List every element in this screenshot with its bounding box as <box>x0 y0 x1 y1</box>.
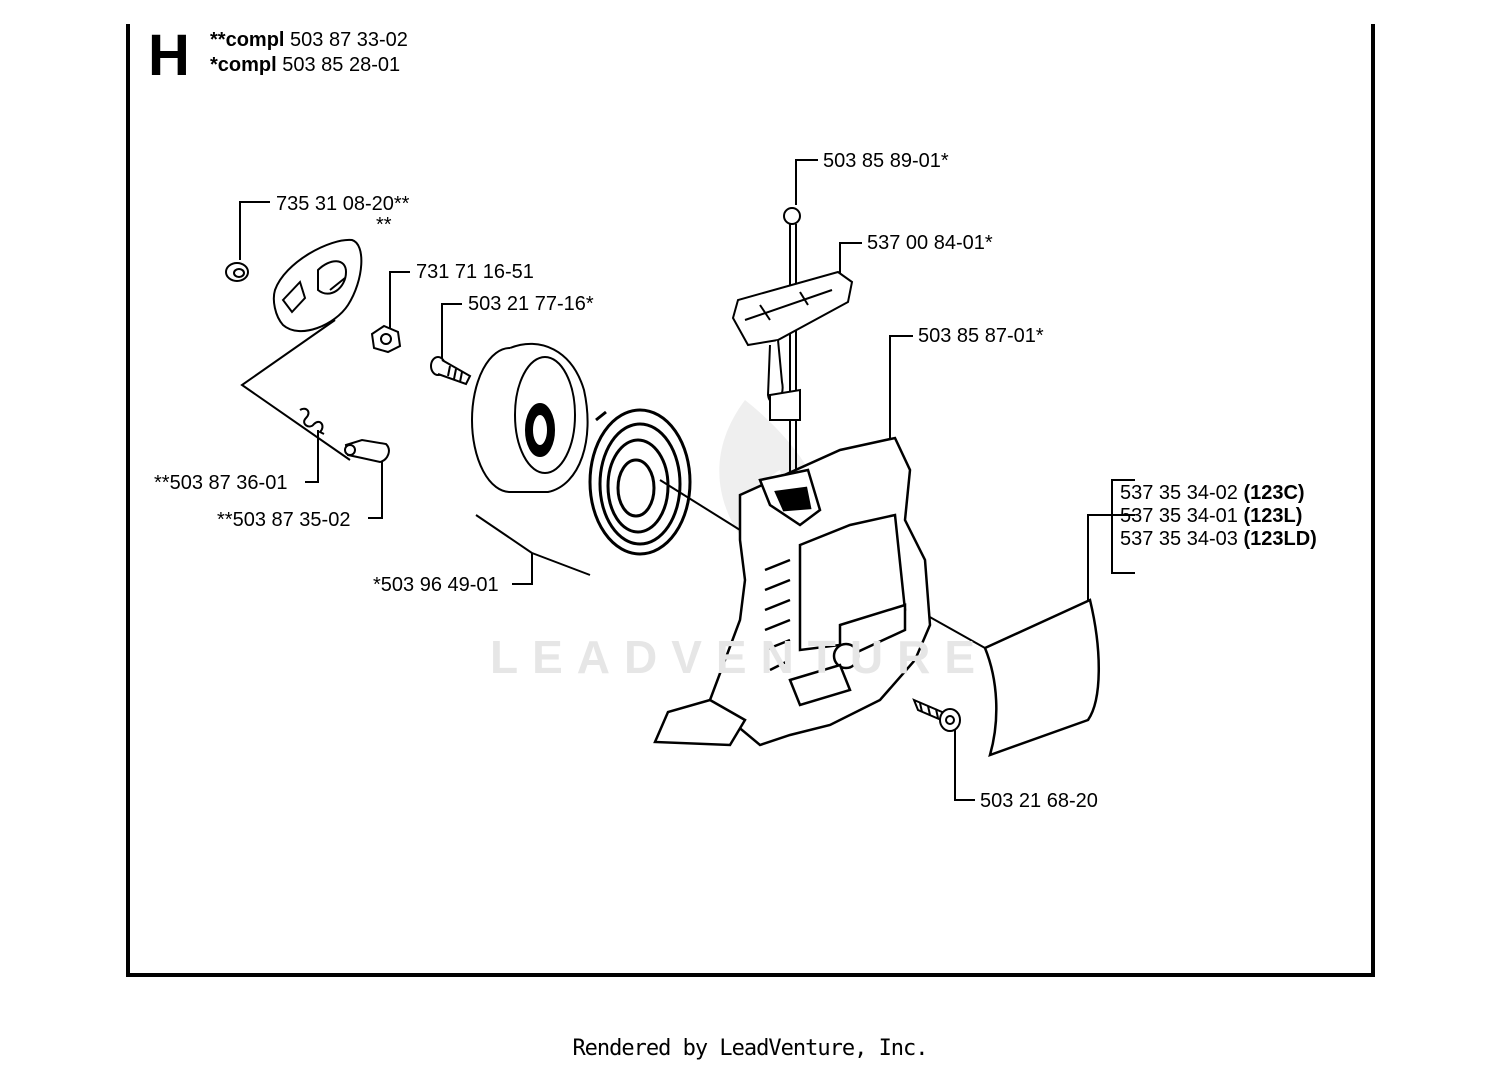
leader-housing <box>889 335 913 445</box>
callout-pawl[interactable]: **503 87 35-02 <box>217 509 351 531</box>
decal-variant[interactable]: 537 35 34-03 (123LD) <box>1120 527 1317 551</box>
footer-credit: Rendered by LeadVenture, Inc. <box>572 1036 928 1061</box>
decal-model: (123L) <box>1243 505 1303 527</box>
callout-spring-small[interactable]: **503 87 36-01 <box>154 472 288 494</box>
callout-rope[interactable]: 503 85 89-01* <box>823 150 949 172</box>
starter-handle <box>731 270 854 421</box>
spring-small <box>299 407 325 435</box>
leader-pulley-kit <box>475 514 591 585</box>
leader-rope <box>795 159 818 205</box>
callout-pulley-kit[interactable]: *503 96 49-01 <box>373 574 499 596</box>
callout-washer[interactable]: 735 31 08-20** <box>276 193 410 215</box>
leader-washer <box>239 201 270 260</box>
diagram-border <box>126 24 1375 977</box>
decal-variant[interactable]: 537 35 34-01 (123L) <box>1120 504 1302 528</box>
pawl-plate <box>272 238 363 333</box>
callout-housing[interactable]: 503 85 87-01* <box>918 325 1044 347</box>
kit-prefix: *compl <box>210 54 277 76</box>
leader-pawl-plate <box>240 319 351 461</box>
pulley <box>471 342 589 493</box>
kit-line-2: *compl 503 85 28-01 <box>210 53 400 77</box>
kit-prefix: **compl <box>210 29 285 51</box>
housing-screw <box>912 698 961 732</box>
leader-pulley-screw <box>441 303 462 360</box>
decal-number: 537 35 34-03 <box>1120 528 1238 550</box>
leader-rope-spring <box>659 479 741 531</box>
decal <box>983 598 1100 757</box>
washer <box>225 262 249 282</box>
callout-handle[interactable]: 537 00 84-01* <box>867 232 993 254</box>
nut <box>370 324 402 354</box>
callout-housing-screw[interactable]: 503 21 68-20 <box>980 790 1098 812</box>
kit-number: 503 85 28-01 <box>282 54 401 76</box>
leader-screw <box>954 730 975 801</box>
leader-decal <box>1087 479 1135 600</box>
decal-variant[interactable]: 537 35 34-02 (123C) <box>1120 481 1305 505</box>
leader-nut <box>389 271 410 335</box>
pawl <box>344 438 390 464</box>
decal-number: 537 35 34-01 <box>1120 505 1238 527</box>
pulley-screw <box>430 356 472 386</box>
decal-number: 537 35 34-02 <box>1120 482 1238 504</box>
watermark-text: LEADVENTURE <box>490 631 990 683</box>
starter-rope <box>783 207 801 475</box>
kit-number: 503 87 33-02 <box>290 29 408 51</box>
decal-model: (123LD) <box>1243 528 1317 550</box>
section-letter: H <box>148 23 190 88</box>
callout-pulley-screw[interactable]: 503 21 77-16* <box>468 293 594 315</box>
callout-pawl-plate: ** <box>376 214 392 236</box>
leader-spring-small <box>305 430 319 483</box>
leader-pawl <box>368 460 383 519</box>
decal-model: (123C) <box>1243 482 1305 504</box>
recoil-spring <box>588 408 692 556</box>
callout-nut[interactable]: 731 71 16-51 <box>416 261 534 283</box>
starter-housing <box>653 436 932 747</box>
kit-line-1: **compl 503 87 33-02 <box>210 28 408 52</box>
